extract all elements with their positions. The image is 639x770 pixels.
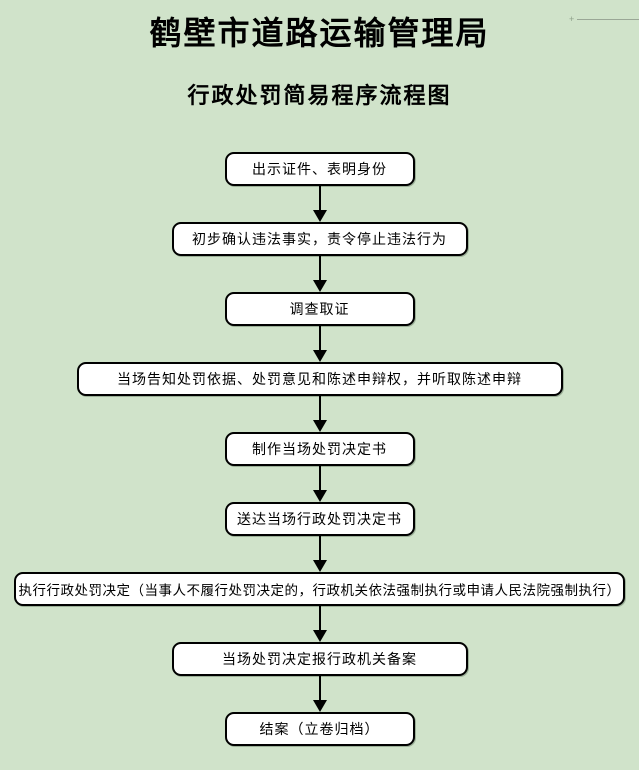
down-arrow-icon: [312, 536, 328, 572]
down-arrow-icon: [312, 466, 328, 502]
flow-step-show-credentials: 出示证件、表明身份: [224, 152, 415, 186]
flow-step-enforce-decision: 执行行政处罚决定（当事人不履行处罚决定的，行政机关依法强制执行或申请人民法院强制…: [14, 572, 625, 606]
down-arrow-icon: [312, 256, 328, 292]
flow-step-make-decision: 制作当场处罚决定书: [224, 432, 415, 466]
flow-step-close-case: 结案（立卷归档）: [224, 712, 415, 746]
down-arrow-icon: [312, 186, 328, 222]
flow-step-file-record: 当场处罚决定报行政机关备案: [171, 642, 468, 676]
table-border-artifact: +: [569, 14, 639, 27]
down-arrow-icon: [312, 606, 328, 642]
table-handle-icon: +: [569, 14, 575, 24]
flow-step-deliver-decision: 送达当场行政处罚决定书: [224, 502, 415, 536]
flow-step-confirm-violation: 初步确认违法事实，责令停止违法行为: [171, 222, 468, 256]
org-title: 鹤壁市道路运输管理局: [149, 15, 490, 51]
flow-step-inform-basis: 当场告知处罚依据、处罚意见和陈述申辩权，并听取陈述申辩: [76, 362, 563, 396]
flow-step-investigate: 调查取证: [224, 292, 415, 326]
down-arrow-icon: [312, 326, 328, 362]
flowchart-title: 行政处罚简易程序流程图: [187, 83, 452, 108]
down-arrow-icon: [312, 396, 328, 432]
down-arrow-icon: [312, 676, 328, 712]
flowchart: 出示证件、表明身份 初步确认违法事实，责令停止违法行为 调查取证 当场告知处罚依…: [0, 152, 639, 746]
